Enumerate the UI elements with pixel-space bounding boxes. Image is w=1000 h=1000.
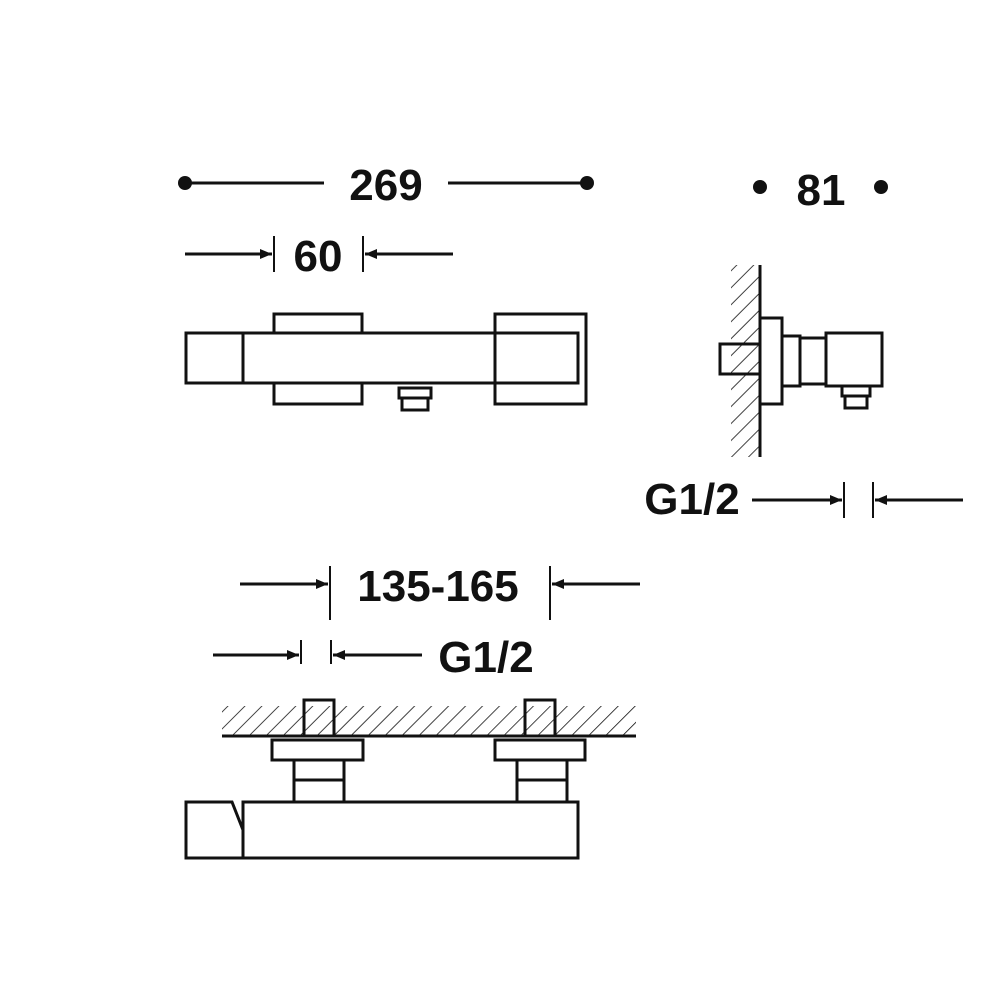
handle-top — [272, 312, 364, 335]
right-inlet-nut-lower — [515, 778, 569, 804]
top-view: 135-165 G1/2 — [184, 562, 640, 860]
right-inlet-nut-upper — [515, 758, 569, 782]
depth-dimension: 81 — [753, 166, 888, 215]
mixer-body-side — [718, 316, 884, 410]
body-profile — [824, 331, 884, 388]
outlet-nozzle-side — [843, 394, 869, 410]
mixer-body-top — [184, 800, 580, 860]
left-inlet-nut-upper — [292, 758, 346, 782]
dimension-endpoint-right — [580, 176, 594, 190]
inlet-spacing-dimension: 135-165 — [240, 562, 640, 620]
left-inlet-nut-lower — [292, 778, 346, 804]
overall-width-dimension: 269 — [178, 161, 594, 210]
wall-hatching-top — [222, 706, 636, 736]
left-inlet-pipe — [302, 698, 336, 738]
left-end-cap — [184, 331, 245, 385]
top-wall — [222, 706, 636, 738]
end-cap-bevel — [231, 801, 244, 831]
right-inlet-connector — [493, 698, 587, 804]
side-wall — [731, 265, 762, 457]
right-body-end — [493, 331, 580, 385]
handle-bottom — [272, 381, 364, 406]
mixer-body-front — [184, 312, 588, 412]
depth-endpoint-left — [753, 180, 767, 194]
depth-endpoint-right — [874, 180, 888, 194]
overall-width-label: 269 — [349, 161, 422, 210]
right-inlet-flange — [493, 738, 587, 762]
inlet-thread-label: G1/2 — [438, 633, 533, 682]
front-view: 269 60 — [178, 161, 594, 412]
outlet-thread-label: G1/2 — [644, 475, 739, 524]
depth-label: 81 — [797, 166, 846, 215]
outlet-thread-dimension: G1/2 — [644, 475, 963, 524]
inlet-spacing-label: 135-165 — [357, 562, 518, 611]
main-body — [241, 331, 580, 385]
connector-sleeve — [780, 334, 802, 388]
inlet-thread-dimension: G1/2 — [213, 633, 534, 682]
handle-width-dimension: 60 — [185, 232, 453, 281]
outlet-nozzle — [400, 396, 430, 412]
main-body-top — [241, 800, 580, 860]
wall-hatching — [731, 265, 760, 457]
handle-width-label: 60 — [294, 232, 343, 281]
wall-flange — [758, 316, 784, 406]
right-control-block — [493, 312, 588, 406]
eccentric-nut — [798, 336, 828, 386]
left-inlet-flange — [270, 738, 365, 762]
right-inlet-pipe — [523, 698, 557, 738]
side-view: 81 G1/2 — [644, 166, 963, 524]
